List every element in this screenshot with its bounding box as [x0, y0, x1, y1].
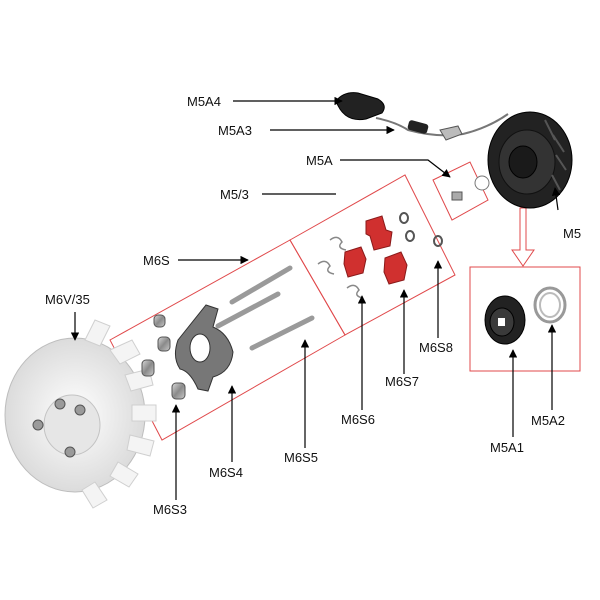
pull-cord	[375, 113, 509, 141]
label-m6s7: M6S7	[385, 374, 419, 389]
fan-wheel	[4, 319, 157, 509]
expand-arrow	[511, 207, 535, 267]
label-m6s3: M6S3	[153, 502, 187, 517]
leader-lines	[70, 96, 561, 500]
label-m6s4: M6S4	[209, 465, 243, 480]
spacers-m6s3	[141, 314, 186, 400]
starter-housing	[487, 111, 573, 209]
spring-m5a2	[533, 286, 567, 324]
label-m6s5: M6S5	[284, 450, 318, 465]
label-m5-3: M5/3	[220, 187, 249, 202]
label-m6s8: M6S8	[419, 340, 453, 355]
label-m5a1: M5A1	[490, 440, 524, 455]
group-box-m5-3	[289, 174, 456, 336]
label-m5: M5	[563, 226, 581, 241]
group-box-m5a	[432, 161, 489, 221]
label-m5a: M5A	[306, 153, 333, 168]
label-m6s: M6S	[143, 253, 170, 268]
mount-plate	[174, 304, 234, 392]
studs-m6s5	[215, 265, 315, 351]
pulley-m5a1	[484, 295, 526, 345]
label-m5a2: M5A2	[531, 413, 565, 428]
group-box-pulley	[469, 266, 581, 372]
washers-m6s8	[399, 212, 443, 247]
label-m5a4: M5A4	[187, 94, 221, 109]
label-m6s6: M6S6	[341, 412, 375, 427]
pull-handle	[335, 92, 385, 121]
label-m6v-35: M6V/35	[45, 292, 90, 307]
label-m5a3: M5A3	[218, 123, 252, 138]
red-blocks	[343, 215, 408, 285]
bolt-and-washer	[451, 175, 490, 201]
